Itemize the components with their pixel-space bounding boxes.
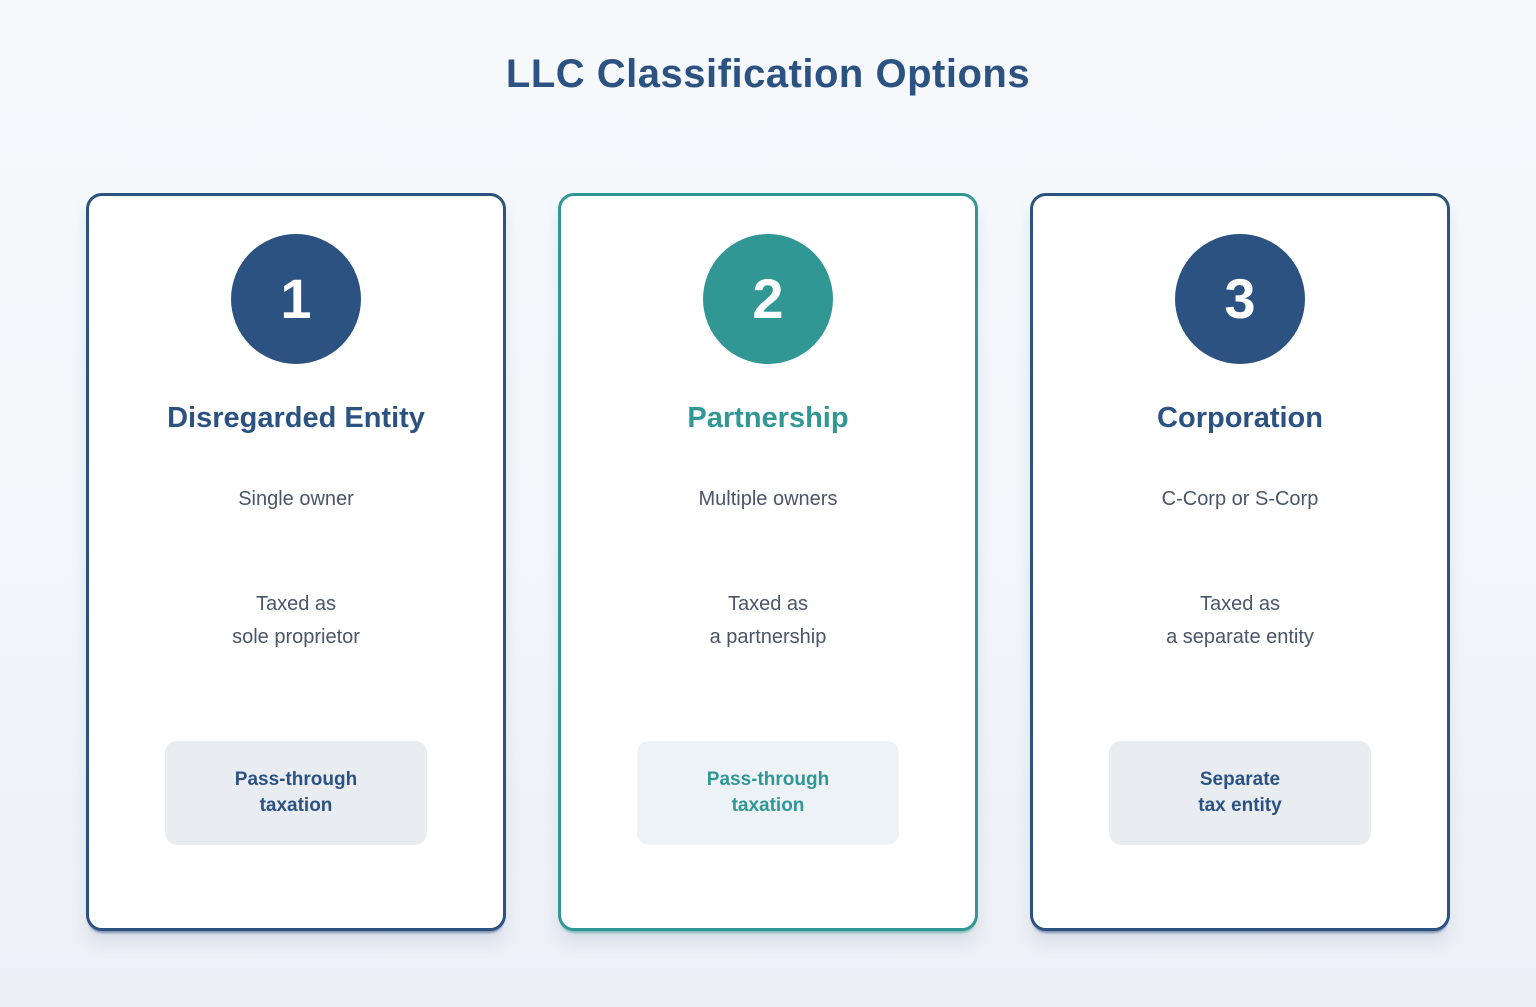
classification-cards-row: 1 Disregarded Entity Single owner Taxed …: [0, 193, 1536, 931]
badge-label-line1: Pass-through: [234, 769, 358, 790]
card-corporation[interactable]: 3 Corporation C-Corp or S-Corp Taxed as …: [1030, 193, 1450, 931]
step-number-circle: 3: [1175, 234, 1305, 364]
step-number-circle: 2: [703, 234, 833, 364]
card-title: Disregarded Entity: [167, 402, 425, 434]
step-number: 3: [1224, 267, 1256, 330]
badge-label-line2: taxation: [259, 795, 333, 816]
badge-label-line2: tax entity: [1198, 795, 1282, 816]
card-subtitle: Multiple owners: [698, 488, 838, 510]
tax-description-line2: sole proprietor: [232, 626, 360, 648]
tax-badge: Separate tax entity: [1109, 741, 1371, 845]
tax-badge: Pass-through taxation: [165, 741, 427, 845]
badge-label-line1: Pass-through: [706, 769, 830, 790]
tax-description-line1: Taxed as: [727, 593, 809, 615]
badge-label-line2: taxation: [731, 795, 805, 816]
tax-description: Taxed as a partnership: [710, 588, 827, 654]
step-number-circle: 1: [231, 234, 361, 364]
card-subtitle: C-Corp or S-Corp: [1161, 488, 1319, 510]
card-partnership[interactable]: 2 Partnership Multiple owners Taxed as a…: [558, 193, 978, 931]
tax-description-line2: a partnership: [709, 626, 827, 648]
card-title: Partnership: [687, 402, 849, 434]
tax-description-line1: Taxed as: [255, 593, 337, 615]
step-number: 2: [752, 267, 784, 330]
tax-description: Taxed as a separate entity: [1166, 588, 1314, 654]
card-title: Corporation: [1157, 402, 1323, 434]
tax-description-line2: a separate entity: [1166, 626, 1314, 648]
tax-badge: Pass-through taxation: [637, 741, 899, 845]
card-subtitle: Single owner: [238, 488, 354, 510]
card-disregarded-entity[interactable]: 1 Disregarded Entity Single owner Taxed …: [86, 193, 506, 931]
badge-label-line1: Separate: [1199, 769, 1281, 790]
tax-description: Taxed as sole proprietor: [232, 588, 360, 654]
tax-description-line1: Taxed as: [1199, 593, 1281, 615]
page-title: LLC Classification Options: [505, 52, 1031, 96]
step-number: 1: [280, 267, 312, 330]
